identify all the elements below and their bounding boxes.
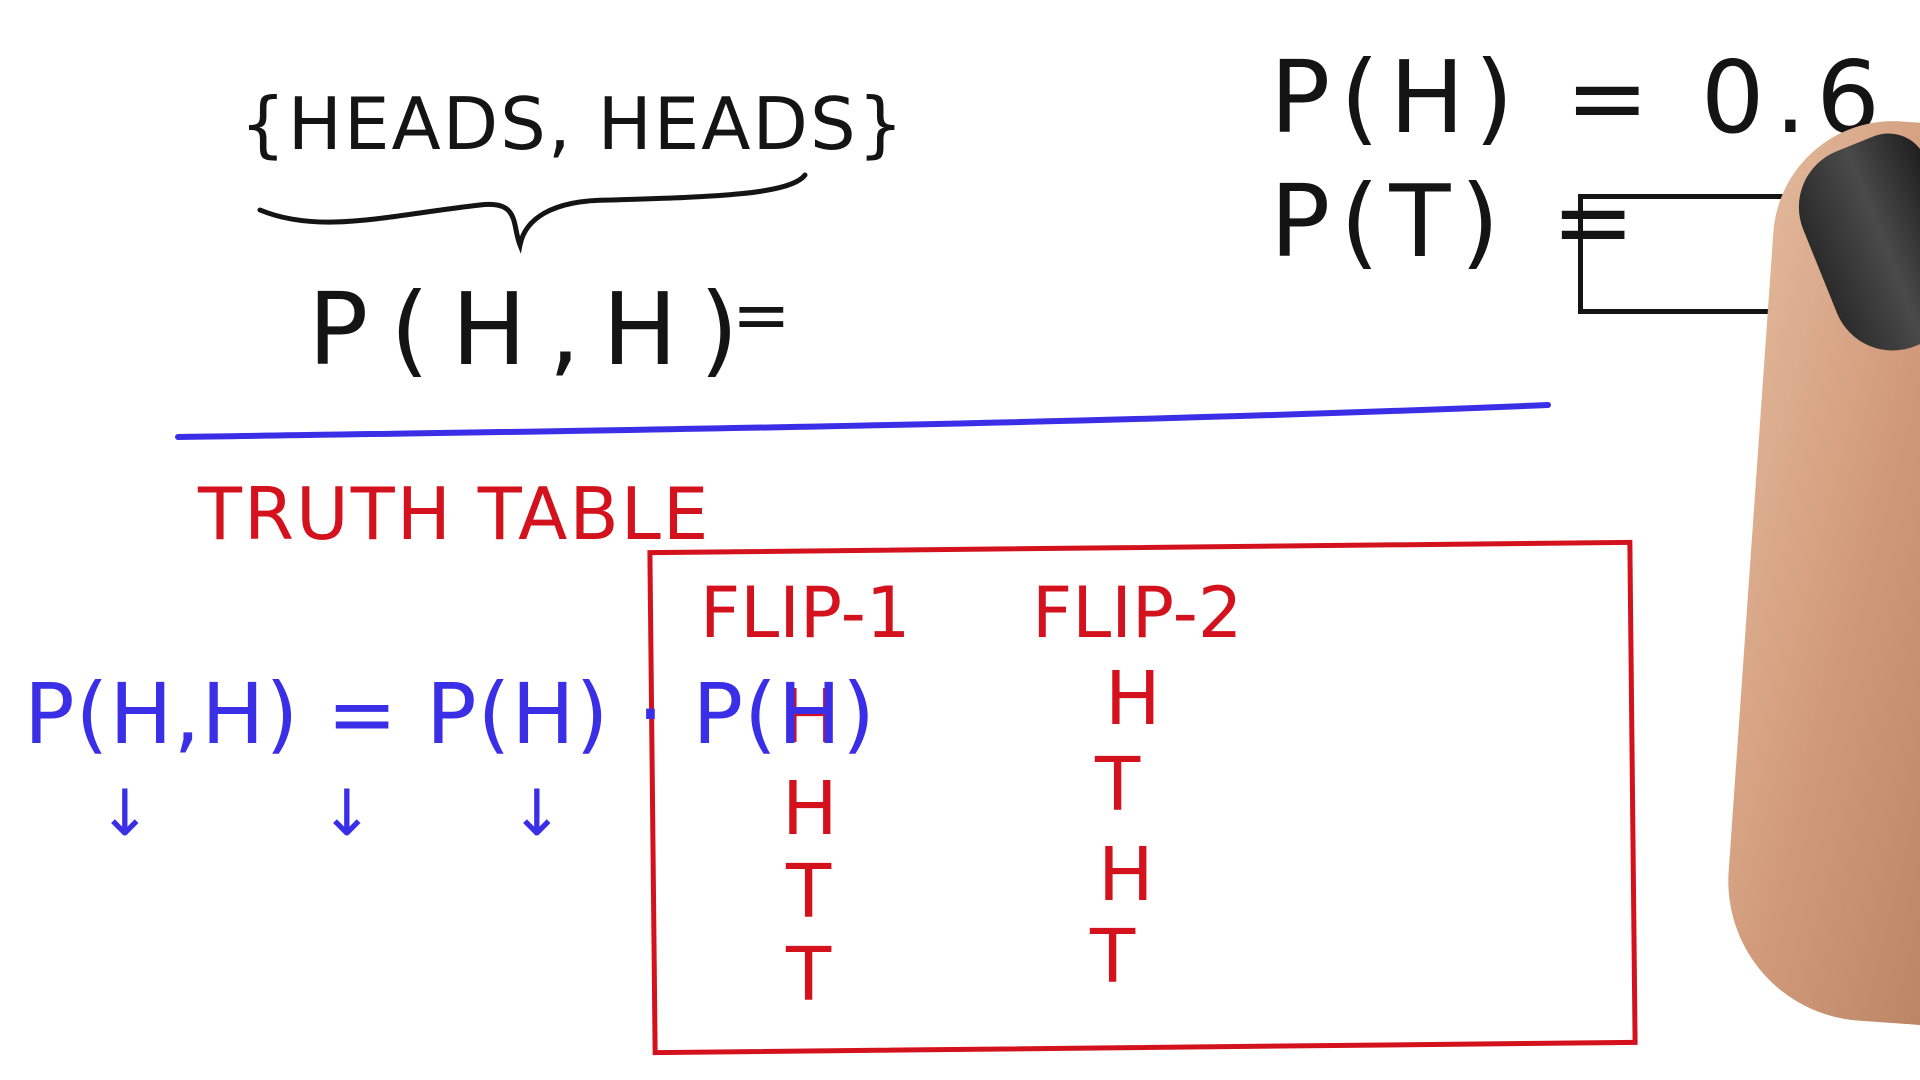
table-cell: T [1090,914,1136,1000]
p-heads-equation: P(H) = 0.6 [1270,39,1890,156]
column-header-flip-1: FLIP-1 [700,572,911,654]
joint-probability-label: P(H,H) [308,271,761,388]
table-cell: H [1098,832,1154,918]
down-arrow-icon: ↓ [510,777,564,851]
down-arrow-icon: ↓ [98,777,152,851]
table-cell: H [782,766,838,852]
divider-line [175,402,1551,440]
product-rule-formula: P(H,H) = P(H) · P(H) [24,665,876,763]
truth-table-title: TRUTH TABLE [198,472,711,556]
equals-sign: = [732,274,791,356]
column-header-flip-2: FLIP-2 [1032,572,1243,654]
table-cell: H [782,674,838,760]
table-cell: T [1095,742,1141,828]
table-cell: T [786,849,832,935]
answer-input-box[interactable] [1578,194,1798,314]
table-cell: T [786,932,832,1018]
set-notation: {HEADS, HEADS} [240,82,906,166]
table-cell: H [1105,656,1161,742]
underbrace [257,172,808,254]
p-tails-equation: P(T) = [1270,163,1645,280]
down-arrow-icon: ↓ [320,777,374,851]
